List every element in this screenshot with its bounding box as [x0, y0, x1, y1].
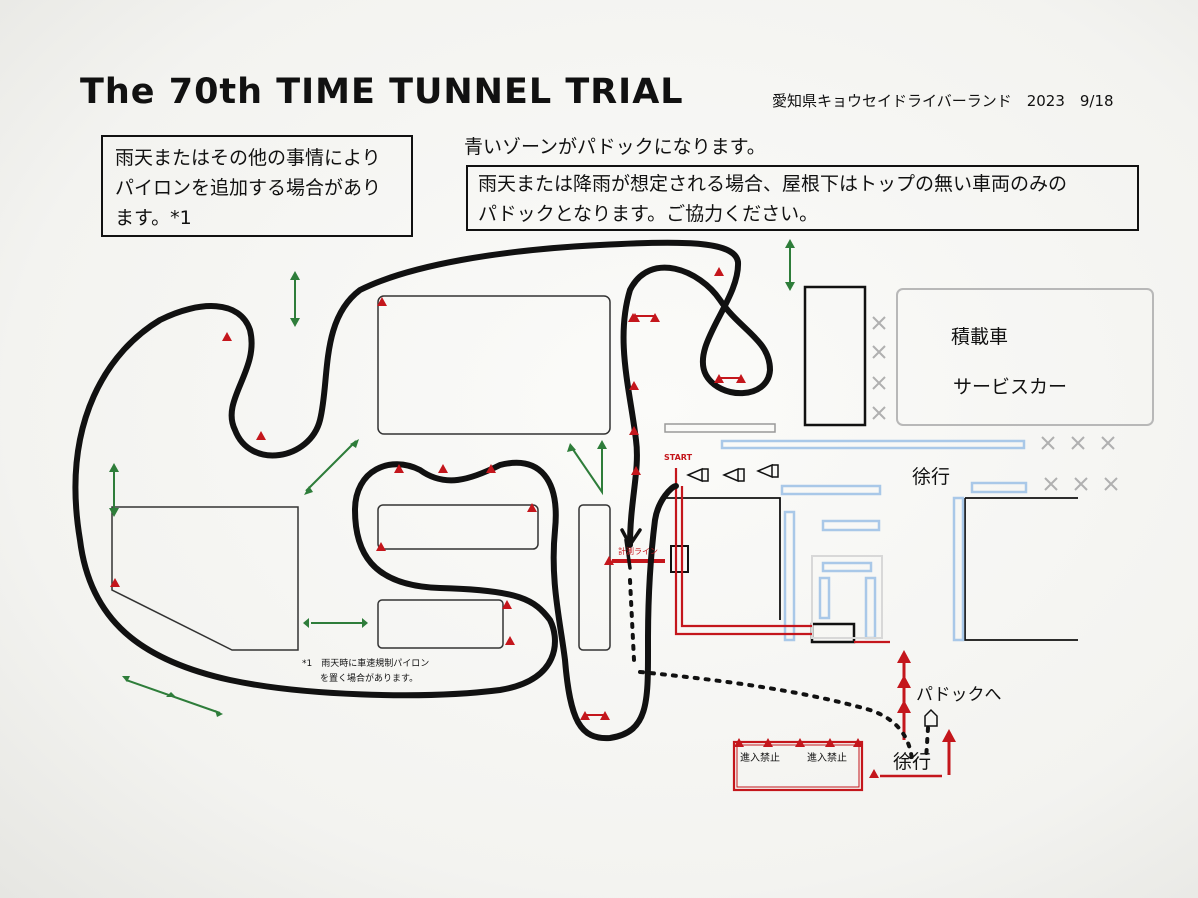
no-entry-label: 進入禁止: [807, 753, 847, 764]
x-marks: [872, 316, 1118, 491]
paddock-zones: [720, 439, 1028, 642]
footnote-line: を置く場合があります。: [320, 674, 419, 684]
timing-line-label: 計測ライン: [618, 547, 658, 556]
rain-notice-box: 雨天または降雨が想定される場合、屋根下はトップの無い車両のみの パドックとなりま…: [466, 165, 1139, 231]
venue-date: 愛知県キョウセイドライバーランド 2023 9/18: [772, 92, 1114, 110]
pylons: [110, 267, 879, 778]
page-title: The 70th TIME TUNNEL TRIAL: [80, 72, 684, 112]
direction-arrow: [620, 528, 642, 549]
slow-label-top: 徐行: [912, 466, 951, 488]
pit-lane: [612, 468, 942, 792]
loading-vehicle-zone: [896, 288, 1154, 426]
start-label: START: [664, 453, 693, 462]
pylon-notice-line: 雨天またはその他の事情により: [115, 147, 381, 169]
pylon-notice-line: パイロンを追加する場合があり: [115, 177, 382, 199]
no-entry-label: 進入禁止: [740, 753, 780, 764]
return-path: [628, 578, 930, 762]
green-marker-tips: [109, 239, 795, 717]
paddock-outline: [811, 555, 883, 639]
rain-notice-line: パドックとなります。ご協力ください。: [478, 203, 819, 225]
course-line: [72, 239, 773, 742]
footnote-line: *1 雨天時に車速規制パイロン: [302, 659, 430, 669]
arrowheads: [897, 650, 956, 742]
infield-blocks: [111, 295, 776, 651]
loading-vehicles-label: 積載車: [951, 326, 1009, 348]
service-car-label: サービスカー: [953, 376, 1068, 398]
rain-notice-line: 雨天または降雨が想定される場合、屋根下はトップの無い車両のみの: [478, 173, 1068, 195]
paddock-heading: 青いゾーンがパドックになります。: [464, 136, 766, 158]
to-paddock-label: パドックへ: [916, 685, 1002, 705]
building-block: [803, 285, 867, 427]
pylon-notice-line: ます。*1: [115, 207, 192, 229]
slow-label-bottom: 徐行: [893, 751, 932, 773]
car-icon: [924, 708, 938, 727]
pylon-notice-box: 雨天またはその他の事情により パイロンを追加する場合があり ます。*1: [101, 135, 413, 237]
pylon-pairs: [584, 315, 742, 716]
start-chevrons: [686, 463, 779, 483]
pit-buildings: [665, 497, 1078, 644]
